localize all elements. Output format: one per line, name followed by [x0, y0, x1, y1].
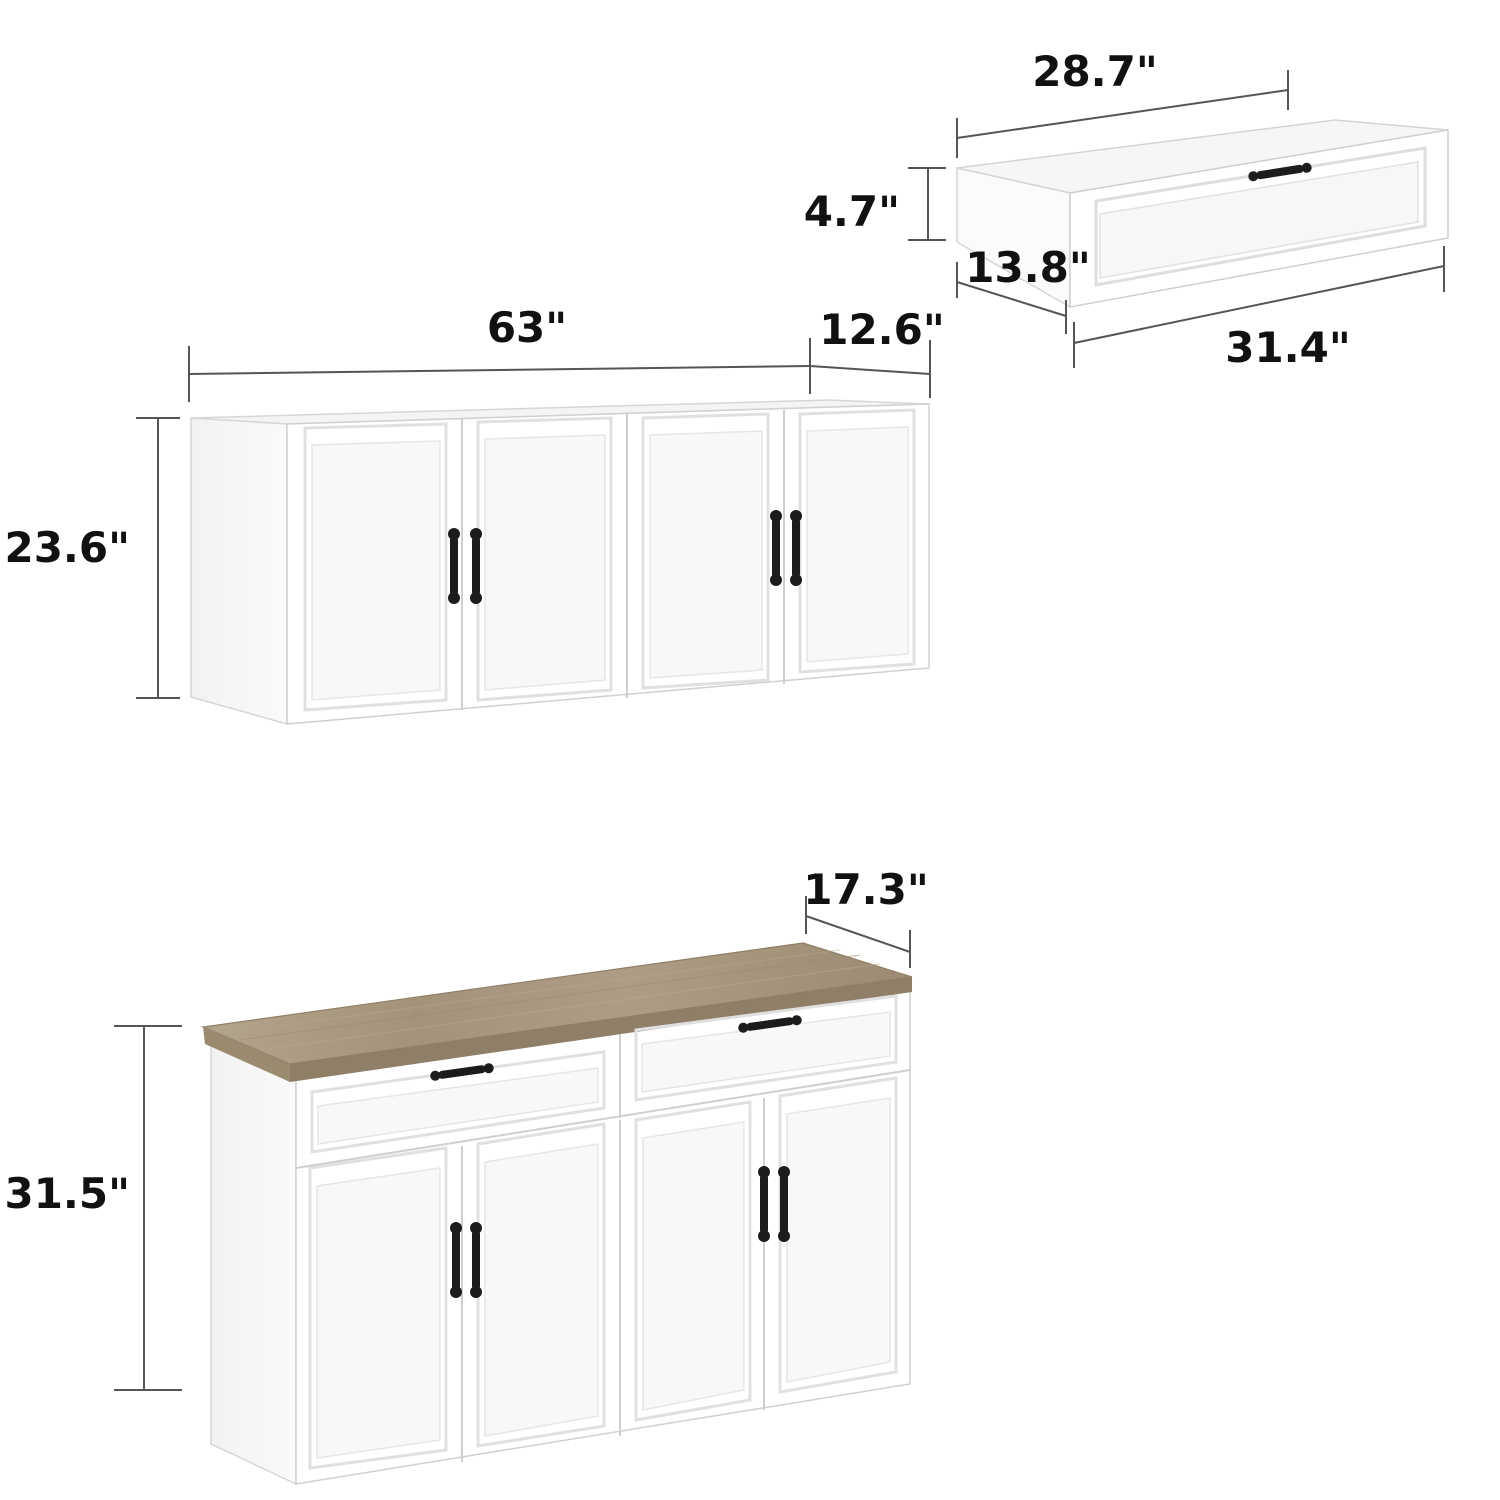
wall-cabinet-depth-label: 12.6"	[819, 305, 945, 354]
wall-cabinet-door-1	[303, 422, 448, 712]
drawer-front-width-dimension: 31.4"	[1073, 246, 1445, 372]
base-cabinet-depth-label: 17.3"	[803, 865, 929, 914]
base-cabinet-door-4	[778, 1076, 898, 1394]
drawer-back-width-dimension: 28.7"	[956, 47, 1289, 158]
drawer-depth-dimension: 13.8"	[956, 243, 1091, 334]
wall-cabinet-door-2	[476, 416, 613, 702]
drawer-front-width-label: 31.4"	[1225, 323, 1351, 372]
base-cabinet-drawer-2	[634, 994, 898, 1102]
wall-cabinet-illustration	[190, 399, 930, 725]
base-cabinet-door-3	[634, 1100, 752, 1422]
drawer-back-width-label: 28.7"	[1032, 47, 1158, 96]
base-cabinet-drawer-1	[310, 1050, 606, 1154]
drawer-depth-label: 13.8"	[965, 243, 1091, 292]
wall-cabinet-door-3	[641, 412, 770, 690]
base-cabinet-height-label: 31.5"	[4, 1169, 130, 1218]
wall-cabinet-depth-dimension: 12.6"	[809, 305, 945, 398]
wall-cabinet-width-dimension: 63"	[188, 303, 811, 402]
base-cabinet-depth-dimension: 17.3"	[803, 865, 929, 968]
drawer-height-label: 4.7"	[804, 187, 900, 236]
wall-cabinet-width-label: 63"	[487, 303, 567, 352]
drawer-height-dimension: 4.7"	[804, 167, 946, 241]
wall-cabinet-door-4	[798, 408, 916, 674]
wall-cabinet-height-dimension: 23.6"	[4, 417, 180, 699]
wall-cabinet-side-panel	[190, 417, 288, 725]
base-cabinet-side-panel	[210, 1038, 297, 1486]
base-cabinet-illustration	[200, 942, 913, 1486]
base-cabinet-door-2	[476, 1122, 606, 1448]
base-cabinet-door-1	[308, 1146, 448, 1470]
base-cabinet-height-dimension: 31.5"	[4, 1025, 182, 1391]
wall-cabinet-height-label: 23.6"	[4, 523, 130, 572]
drawer-illustration	[956, 119, 1449, 309]
